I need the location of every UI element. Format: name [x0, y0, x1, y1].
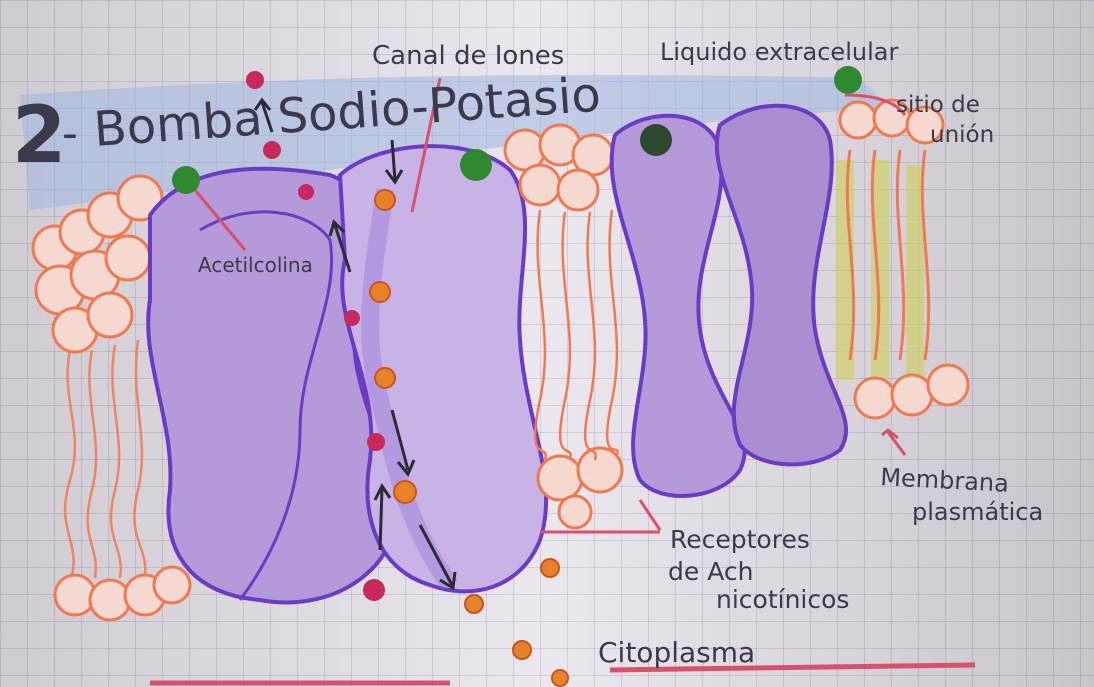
label-de-ach: de Ach [668, 557, 753, 586]
label-plasmatica: plasmática [912, 498, 1043, 526]
label-sitio-de: sitio de [896, 92, 980, 118]
label-liquido-extracelular: Liquido extracelular [660, 38, 898, 66]
ach-dot-4 [834, 66, 862, 94]
label-citoplasma: Citoplasma [598, 636, 755, 669]
label-receptores: Receptores [670, 525, 810, 554]
ach-dot-2 [460, 149, 492, 181]
label-union: unión [930, 122, 994, 148]
label-acetilcolina: Acetilcolina [198, 253, 313, 277]
title-dash: - [62, 108, 78, 159]
title-number: 2 [12, 91, 66, 181]
label-canal-de-iones: Canal de Iones [372, 41, 564, 71]
ach-dot-3 [640, 124, 672, 156]
label-nicotinicos: nicotínicos [716, 585, 849, 614]
